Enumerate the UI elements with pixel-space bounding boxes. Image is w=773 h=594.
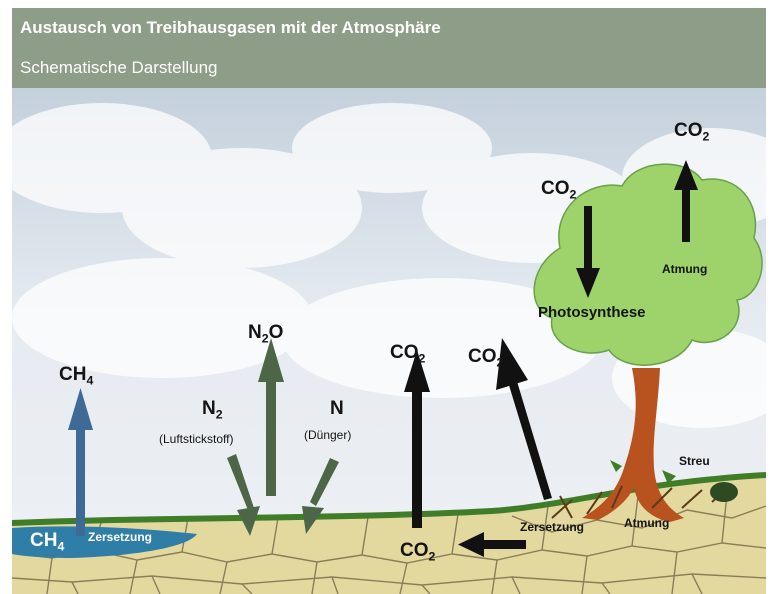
label-co2-decomposition: CO2: [468, 346, 504, 370]
arrow-methane-up: [68, 388, 93, 536]
figure-title: Austausch von Treibhausgasen mit der Atm…: [20, 18, 441, 37]
label-n2: N2: [202, 398, 223, 422]
roots-and-litter: [551, 460, 738, 519]
arrows: [68, 160, 698, 557]
water-pond: [12, 526, 197, 558]
label-respiration-tree: Atmung: [662, 262, 708, 276]
soil: [12, 472, 766, 594]
label-co2-soil-up: CO2: [390, 342, 426, 366]
label-decomposition-water: Zersetzung: [88, 530, 153, 544]
label-co2-soil-left: CO2: [400, 540, 436, 564]
figure-subtitle: Schematische Darstellung: [20, 58, 218, 77]
arrow-co2-soil-left: [458, 532, 526, 557]
arrow-co2-decomposition-up: [496, 338, 552, 500]
label-litter: Streu: [679, 454, 710, 468]
arrow-co2-soil-up: [404, 350, 430, 528]
label-co2-out-of-tree: CO2: [674, 120, 710, 144]
arrow-n2o-up: [258, 338, 284, 496]
label-n: N: [330, 398, 344, 419]
label-ch4-water: CH4: [30, 530, 65, 554]
clouds: [12, 103, 766, 428]
label-photosynthesis: Photosynthese: [538, 304, 646, 321]
label-air-nitrogen: (Luftstickstoff): [159, 432, 234, 446]
arrow-n2-down: [227, 454, 260, 536]
grass-strip: [12, 472, 766, 526]
label-decomposition-roots: Zersetzung: [520, 520, 585, 534]
label-n2o: N2O: [248, 322, 284, 346]
scene-illustration: [12, 88, 766, 594]
soil-cells: [12, 483, 766, 594]
label-fertilizer: (Dünger): [304, 428, 352, 442]
tree-trunk: [582, 368, 684, 522]
label-respiration-roots: Atmung: [624, 516, 670, 530]
arrow-co2-out-of-tree: [674, 160, 698, 242]
figure-header: Austausch von Treibhausgasen mit der Atm…: [12, 8, 766, 88]
label-ch4-air: CH4: [59, 364, 94, 388]
label-co2-into-tree: CO2: [541, 178, 577, 202]
diagram-scene: CH4 CH4 Zersetzung N2O N2 (Luftstickstof…: [12, 88, 766, 594]
arrow-fertilizer-down: [302, 458, 339, 534]
arrow-co2-into-tree: [576, 206, 600, 298]
